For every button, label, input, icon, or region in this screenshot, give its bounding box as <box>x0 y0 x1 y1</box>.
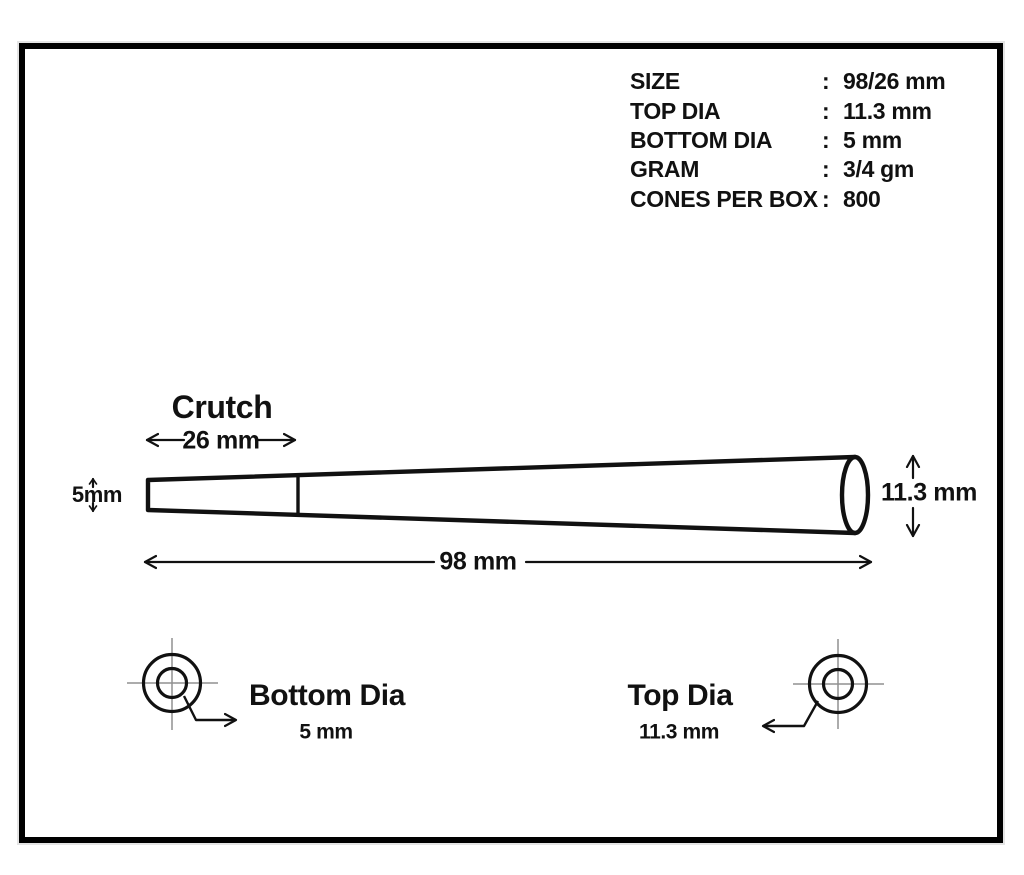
top-view-title: Top Dia <box>627 679 733 712</box>
leader-arrow <box>182 695 236 720</box>
bottom-view-value: 5 mm <box>299 720 353 744</box>
spec-value: 98/26 mm <box>843 68 946 95</box>
spec-value: 3/4 gm <box>843 156 915 183</box>
spec-value: 11.3 mm <box>843 97 932 124</box>
bottom-view-title: Bottom Dia <box>249 679 405 712</box>
cone-outline <box>145 454 858 536</box>
spec-row-gram: GRAM : 3/4 gm <box>630 155 945 184</box>
spec-colon: : <box>822 97 830 124</box>
spec-colon: : <box>822 185 830 212</box>
spec-table: SIZE : 98/26 mm TOP DIA : 11.3 mm BOTTOM… <box>630 67 946 214</box>
cone-mouth-ellipse <box>839 454 871 536</box>
spec-row-cones-per-box: CONES PER BOX : 800 <box>630 185 945 214</box>
spec-row-size: SIZE : 98/26 mm <box>630 67 946 96</box>
crutch-title: Crutch <box>171 389 273 425</box>
bottom-diameter-label: 5mm <box>71 482 123 507</box>
inner-circle <box>821 667 855 701</box>
outer-circle <box>141 652 203 714</box>
spec-value: 800 <box>843 185 881 212</box>
outer-circle <box>807 653 869 715</box>
drawing-frame <box>19 43 1003 843</box>
spec-colon: : <box>822 126 830 153</box>
spec-label: GRAM <box>630 156 700 183</box>
spec-colon: : <box>822 68 830 95</box>
spec-label: CONES PER BOX <box>630 185 818 212</box>
spec-label: SIZE <box>630 68 680 95</box>
spec-row-bottom-dia: BOTTOM DIA : 5 mm <box>630 126 945 155</box>
spec-colon: : <box>822 156 830 183</box>
spec-row-top-dia: TOP DIA : 11.3 mm <box>630 96 945 125</box>
crutch-width-label: 26 mm <box>182 426 260 455</box>
spec-label: TOP DIA <box>630 97 721 124</box>
top-view-drawing <box>763 639 884 729</box>
top-view-value: 11.3 mm <box>638 720 720 744</box>
spec-value: 5 mm <box>843 126 902 153</box>
bottom-view-drawing <box>127 638 236 730</box>
spec-label: BOTTOM DIA <box>630 126 773 153</box>
inner-circle <box>155 666 189 700</box>
leader-arrow <box>763 700 820 726</box>
top-diameter-label: 11.3 mm <box>881 478 977 507</box>
length-label: 98 mm <box>439 547 517 576</box>
